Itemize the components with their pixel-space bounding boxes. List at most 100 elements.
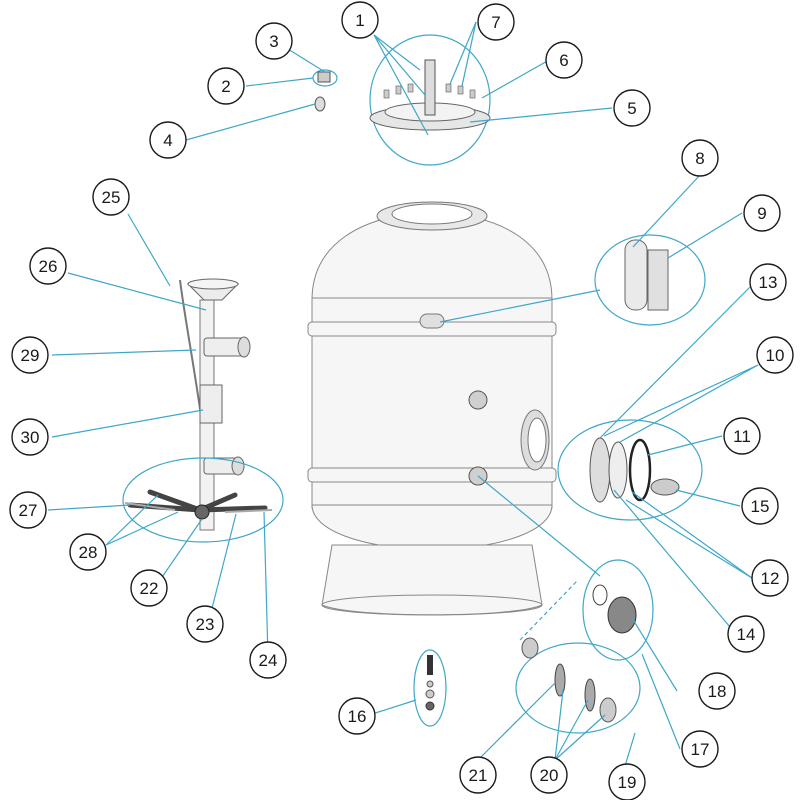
callout-3: 3 xyxy=(255,22,293,60)
callout-circle xyxy=(149,121,187,159)
callout-25: 25 xyxy=(92,178,130,216)
callout-circle xyxy=(756,336,794,374)
callout-number: 12 xyxy=(761,569,780,588)
callout-4: 4 xyxy=(149,121,187,159)
callout-9: 9 xyxy=(743,194,781,232)
callout-29: 29 xyxy=(11,336,49,374)
callout-14: 14 xyxy=(727,615,765,653)
callout-number: 27 xyxy=(19,501,38,520)
callout-5: 5 xyxy=(613,89,651,127)
callouts: 1234567891011121314151617181920212223242… xyxy=(9,1,794,800)
callout-circle xyxy=(741,487,779,525)
callout-circle xyxy=(477,3,515,41)
callout-17: 17 xyxy=(681,730,719,768)
callout-number: 11 xyxy=(733,427,751,446)
callout-10: 10 xyxy=(756,336,794,374)
callout-circle xyxy=(723,417,761,455)
union-fitting xyxy=(582,559,654,661)
callout-number: 13 xyxy=(759,273,778,292)
callout-circle xyxy=(698,672,736,710)
callout-22: 22 xyxy=(130,569,168,607)
manhole-assembly xyxy=(557,419,703,521)
callout-21: 21 xyxy=(459,756,497,794)
callout-number: 22 xyxy=(140,579,159,598)
callout-number: 5 xyxy=(627,99,636,118)
callout-circle xyxy=(255,22,293,60)
callout-11: 11 xyxy=(723,417,761,455)
callout-number: 19 xyxy=(618,773,637,792)
callout-circle xyxy=(11,336,49,374)
callout-16: 16 xyxy=(338,697,376,735)
callout-number: 29 xyxy=(21,346,40,365)
callout-number: 10 xyxy=(766,346,785,365)
callout-circle xyxy=(681,730,719,768)
callout-circle xyxy=(207,67,245,105)
callout-circle xyxy=(727,615,765,653)
lid-assembly xyxy=(369,34,491,166)
callout-8: 8 xyxy=(681,139,719,177)
callout-number: 7 xyxy=(491,13,500,32)
callout-27: 27 xyxy=(9,491,47,529)
callout-circle xyxy=(530,756,568,794)
callout-28: 28 xyxy=(69,533,107,571)
callout-circle xyxy=(130,569,168,607)
callout-circle xyxy=(743,194,781,232)
callout-1: 1 xyxy=(341,1,379,39)
callout-number: 14 xyxy=(737,625,756,644)
callout-circle xyxy=(749,263,787,301)
callout-12: 12 xyxy=(751,559,789,597)
callout-13: 13 xyxy=(749,263,787,301)
callout-circle xyxy=(338,697,376,735)
callout-circle xyxy=(545,41,583,79)
callout-number: 20 xyxy=(540,766,559,785)
leader-lines xyxy=(47,21,759,767)
callout-number: 4 xyxy=(163,131,172,150)
filter-tank xyxy=(307,201,557,616)
callout-number: 25 xyxy=(102,188,121,207)
callout-number: 3 xyxy=(269,32,278,51)
callout-number: 17 xyxy=(691,740,710,759)
callout-23: 23 xyxy=(186,605,224,643)
callout-circle xyxy=(186,605,224,643)
collector-assembly xyxy=(122,278,284,543)
callout-30: 30 xyxy=(11,418,49,456)
callout-circle xyxy=(29,247,67,285)
callout-15: 15 xyxy=(741,487,779,525)
small-cap-parts xyxy=(312,69,338,112)
callout-2: 2 xyxy=(207,67,245,105)
callout-number: 21 xyxy=(469,766,488,785)
callout-circle xyxy=(249,641,287,679)
callout-number: 2 xyxy=(221,77,230,96)
drain-assembly xyxy=(413,649,447,727)
callout-7: 7 xyxy=(477,3,515,41)
callout-number: 6 xyxy=(559,51,568,70)
callout-circle xyxy=(69,533,107,571)
callout-circle xyxy=(613,89,651,127)
callout-circle xyxy=(681,139,719,177)
callout-circle xyxy=(608,763,646,800)
sight-glass-assembly xyxy=(594,234,706,326)
callout-circle xyxy=(341,1,379,39)
callout-number: 23 xyxy=(196,615,215,634)
callout-number: 30 xyxy=(21,428,40,447)
callout-6: 6 xyxy=(545,41,583,79)
callout-circle xyxy=(11,418,49,456)
callout-number: 18 xyxy=(708,682,727,701)
callout-number: 1 xyxy=(355,11,364,30)
callout-circle xyxy=(92,178,130,216)
callout-number: 16 xyxy=(348,707,367,726)
callout-circle xyxy=(459,756,497,794)
callout-19: 19 xyxy=(608,763,646,800)
callout-24: 24 xyxy=(249,641,287,679)
bulkhead-assembly xyxy=(515,637,641,734)
callout-20: 20 xyxy=(530,756,568,794)
callout-number: 8 xyxy=(695,149,704,168)
callout-18: 18 xyxy=(698,672,736,710)
callout-circle xyxy=(751,559,789,597)
callout-number: 24 xyxy=(259,651,278,670)
callout-number: 28 xyxy=(79,543,98,562)
callout-26: 26 xyxy=(29,247,67,285)
callout-number: 9 xyxy=(757,204,766,223)
